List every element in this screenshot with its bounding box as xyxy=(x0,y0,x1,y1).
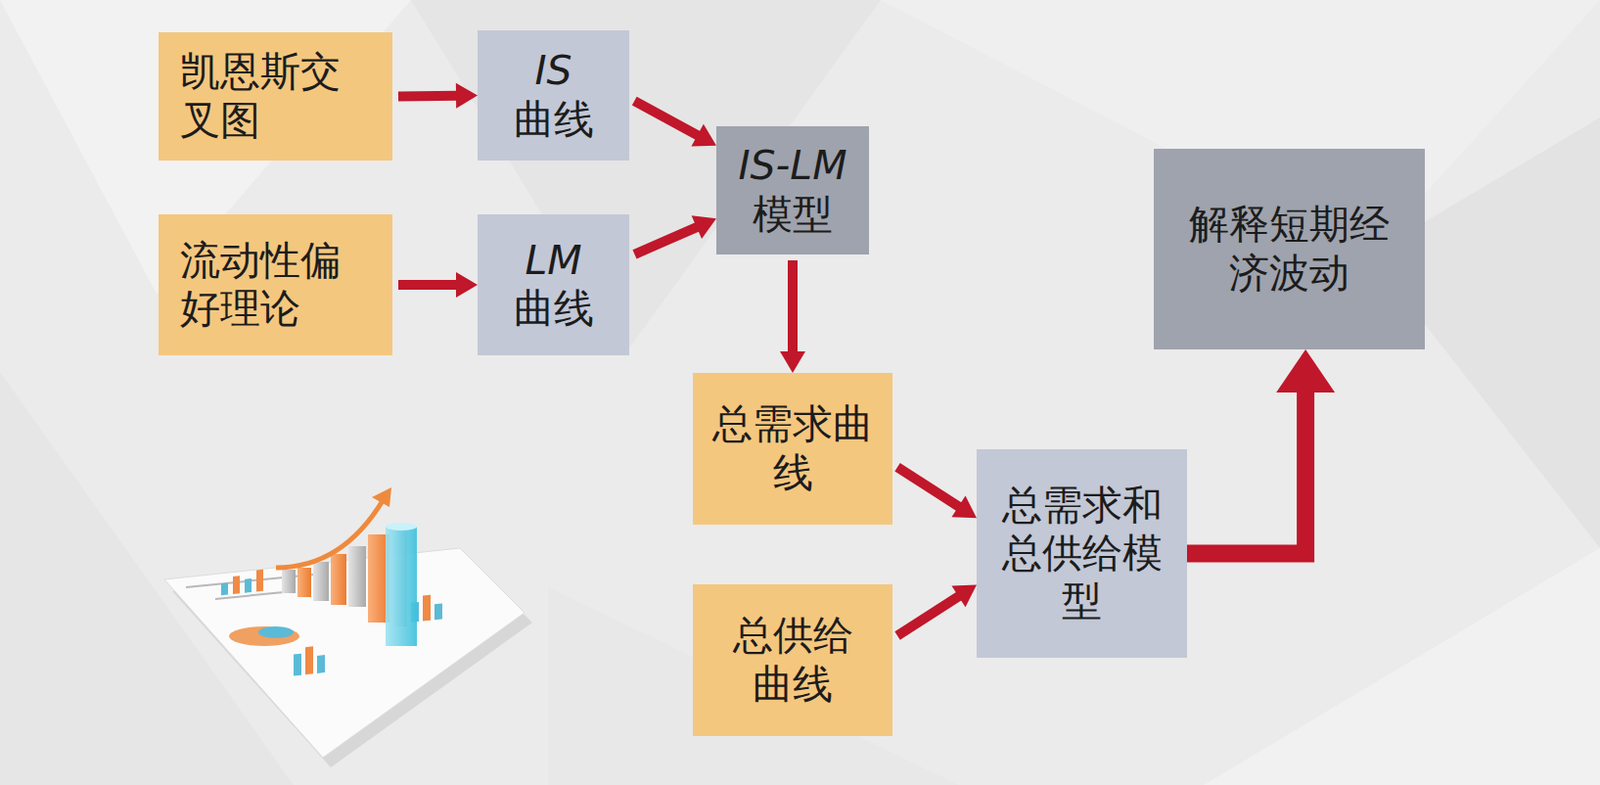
flow-arrow xyxy=(398,83,478,109)
process-box: 总需求和总供给模型 xyxy=(976,449,1188,658)
box-label: 解释短期经济波动 xyxy=(1183,200,1396,297)
flow-arrow xyxy=(398,272,478,298)
arrow-line xyxy=(398,279,458,290)
process-box: LM曲线 xyxy=(477,214,630,356)
arrow-line xyxy=(634,226,698,254)
arrow-line xyxy=(897,594,960,636)
box-label: IS-LM xyxy=(737,141,847,190)
process-box: 凯恩斯交叉图 xyxy=(158,32,393,161)
box-label: 总供给曲线 xyxy=(727,611,859,708)
arrow-head xyxy=(1276,349,1335,393)
arrow-line xyxy=(398,91,458,102)
flow-arrow xyxy=(634,215,717,255)
box-label: 流动性偏好理论 xyxy=(180,236,377,333)
box-label: LM xyxy=(524,236,582,285)
arrow-head xyxy=(691,215,717,239)
arrow-head xyxy=(456,272,478,298)
flow-arrow xyxy=(634,100,717,147)
arrow-line xyxy=(634,100,699,137)
process-box: IS曲线 xyxy=(477,30,630,161)
process-box: 解释短期经济波动 xyxy=(1153,148,1425,350)
process-box: IS-LM模型 xyxy=(716,126,869,255)
box-label: 总需求和总供给模型 xyxy=(996,481,1168,627)
process-box: 流动性偏好理论 xyxy=(158,214,393,356)
arrow-line xyxy=(1187,390,1306,554)
process-box: 总供给曲线 xyxy=(692,584,893,736)
arrow-head xyxy=(779,351,806,373)
process-box: 总需求曲线 xyxy=(692,372,893,525)
flow-arrow xyxy=(779,260,806,373)
arrow-head xyxy=(456,83,478,109)
arrow-head xyxy=(690,124,717,147)
arrow-line xyxy=(897,466,960,507)
box-label: 总需求曲线 xyxy=(707,400,878,497)
arrow-line xyxy=(787,260,798,354)
arrow-head xyxy=(951,495,977,518)
box-label: IS xyxy=(534,46,572,95)
arrow-head xyxy=(951,584,977,607)
box-label: 凯恩斯交叉图 xyxy=(180,47,377,144)
flow-arrow xyxy=(1187,349,1335,554)
box-label: 模型 xyxy=(752,190,833,239)
box-label: 曲线 xyxy=(513,284,595,333)
flow-arrow xyxy=(897,466,977,518)
box-label: 曲线 xyxy=(513,95,595,144)
flow-arrow xyxy=(897,584,977,636)
